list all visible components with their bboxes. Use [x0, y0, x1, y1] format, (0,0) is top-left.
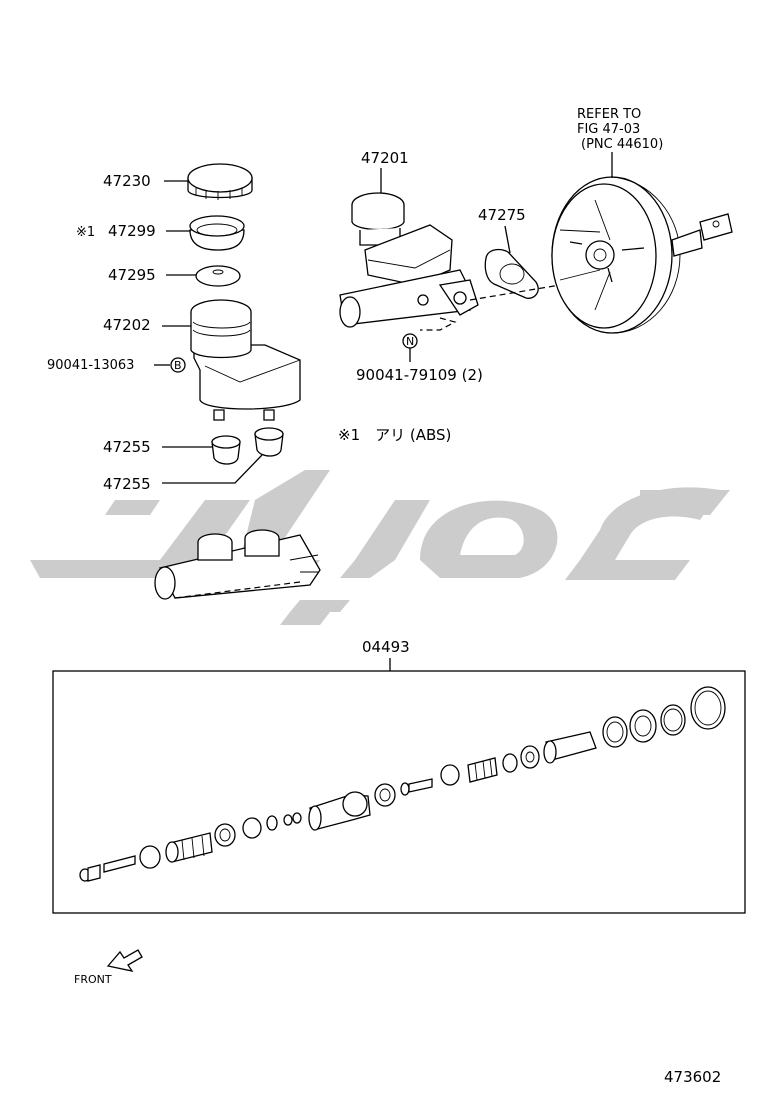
figure-id: 473602 [664, 1068, 721, 1086]
label-47255-a: 47255 [103, 438, 151, 456]
marker-b-letter: B [174, 359, 182, 372]
label-47255-b: 47255 [103, 475, 151, 493]
label-47202: 47202 [103, 316, 151, 334]
watermark-logo [30, 470, 730, 625]
note-abs: ※1 アリ (ABS) [338, 426, 451, 444]
label-47275: 47275 [478, 206, 526, 224]
kit-cylinder-sketch [154, 529, 321, 600]
brake-booster [551, 176, 733, 334]
master-cylinder-47201 [339, 192, 479, 328]
leader-47275 [504, 225, 511, 254]
leader-47255-b [162, 454, 263, 484]
grommet-47255-a [211, 435, 241, 465]
label-47201: 47201 [361, 149, 409, 167]
label-90041-79109: 90041-79109 (2) [356, 366, 483, 384]
marker-n-letter: N [406, 335, 414, 348]
grommet-47255-b [254, 427, 284, 457]
reservoir-cap-47230 [187, 163, 253, 200]
kit-box [52, 670, 746, 914]
mounting-line-a [469, 284, 561, 301]
front-label: FRONT [74, 973, 112, 986]
strainer-47299 [189, 215, 245, 251]
front-arrow-icon [106, 949, 143, 972]
mounting-line-b [420, 317, 457, 331]
label-47295: 47295 [108, 266, 156, 284]
marker-b [170, 357, 186, 373]
label-47299: 47299 [108, 222, 156, 240]
label-90041-13063: 90041-13063 [47, 358, 134, 373]
label-04493: 04493 [362, 638, 410, 656]
refer-line-2: FIG 47-03 [577, 122, 640, 137]
kit-exploded-parts [79, 686, 726, 882]
reservoir-47202 [190, 299, 301, 421]
label-47299-mark: ※1 [76, 225, 95, 240]
kit-sketch-dash [174, 581, 301, 599]
float-47295 [195, 265, 241, 287]
gasket-47275 [484, 248, 539, 299]
refer-line-1: REFER TO [577, 107, 641, 122]
label-47230: 47230 [103, 172, 151, 190]
refer-line-3: (PNC 44610) [581, 137, 663, 152]
